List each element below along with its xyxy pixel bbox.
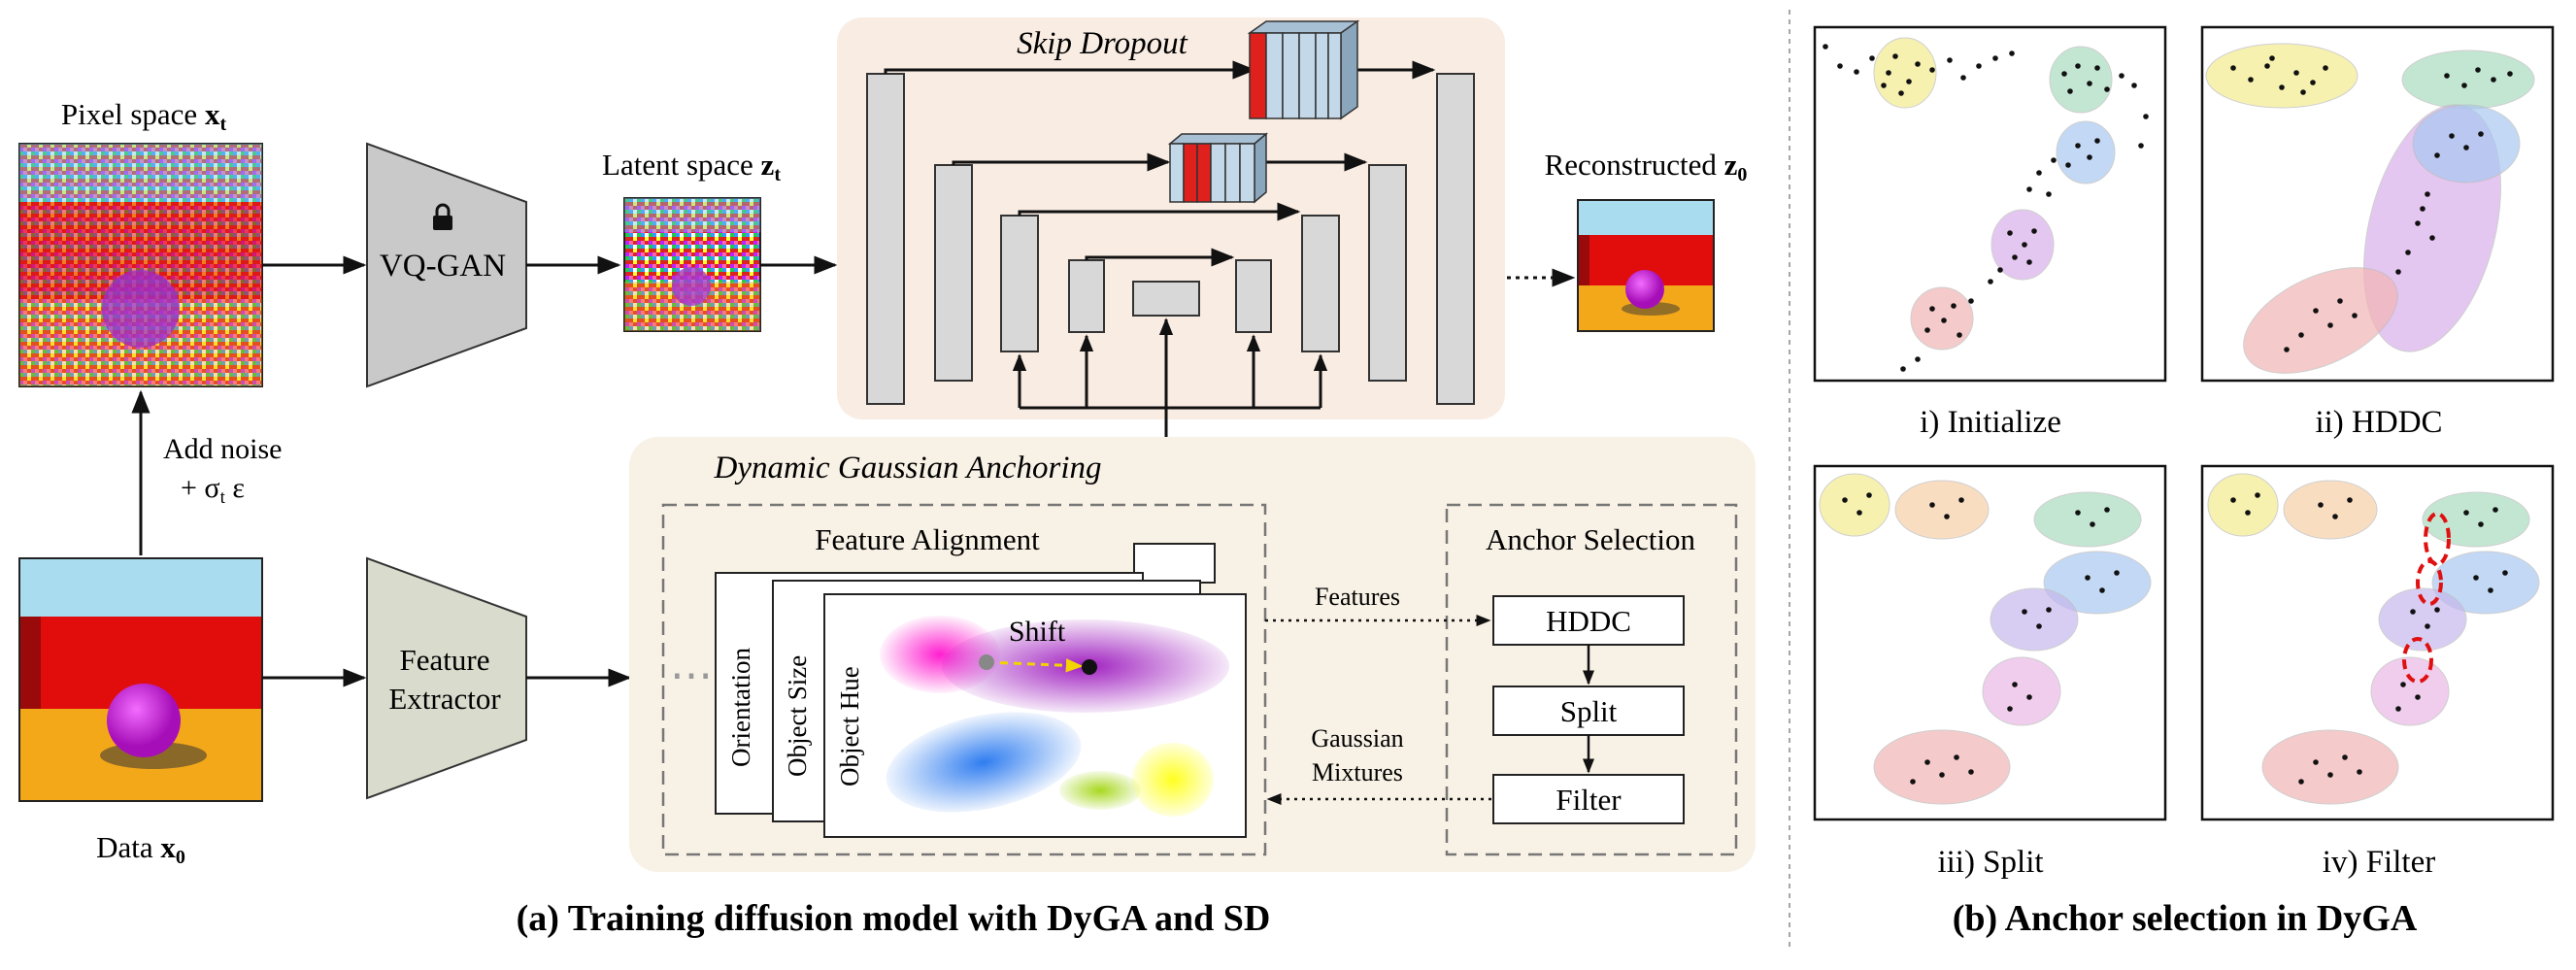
add-noise-formula: + σt ε (181, 472, 245, 508)
feature-extractor: Feature Extractor (366, 556, 527, 800)
subplot-label-split: iii) Split (1937, 845, 2043, 880)
anchor-steps (1492, 595, 1685, 824)
card-orientation: Orientation (726, 648, 755, 767)
subplot-label-hddc: ii) HDDC (2315, 405, 2442, 440)
subplot-label-initialize: i) Initialize (1920, 405, 2061, 440)
feature-alignment-label: Feature Alignment (815, 522, 1040, 556)
ellipsis: ⋯ (670, 652, 713, 699)
skip-dropout-stack-large (1247, 19, 1360, 120)
latent-image (623, 197, 761, 332)
vqgan-encoder: VQ-GAN (366, 142, 527, 388)
subplot-initialize (1813, 25, 2167, 383)
unet-encoder-blocks (866, 73, 1475, 405)
feature-extractor-label-2: Extractor (388, 682, 501, 716)
add-noise-label: Add noise (163, 433, 283, 465)
shift-label: Shift (1009, 616, 1066, 648)
subplot-filter (2200, 464, 2555, 821)
anchor-selection-box (1445, 503, 1738, 856)
reconstructed-label: Reconstructed z0 (1545, 148, 1748, 185)
gaussian-mixtures-label-1: Gaussian (1311, 724, 1403, 753)
gaussian-mixtures-label-2: Mixtures (1312, 758, 1403, 786)
caption-b: (b) Anchor selection in DyGA (1953, 898, 2418, 939)
dyga-title: Dynamic Gaussian Anchoring (713, 451, 1101, 485)
latent-space-label: Latent space zt (602, 148, 781, 185)
card-object-hue: Object Hue (835, 666, 864, 786)
vqgan-label: VQ-GAN (380, 249, 506, 284)
noisy-pixel-image (18, 143, 263, 387)
feature-extractor-label-1: Feature (400, 643, 490, 677)
step-split: Split (1560, 694, 1618, 728)
subplot-hddc (2200, 25, 2555, 383)
clean-data-image (18, 557, 263, 802)
feature-alignment-box (661, 503, 1267, 856)
anchor-selection-label: Anchor Selection (1486, 522, 1696, 556)
data-label: Data x0 (96, 830, 185, 868)
skip-dropout-stack-small (1167, 132, 1269, 204)
pixel-space-label: Pixel space xt (61, 97, 227, 135)
caption-a: (a) Training diffusion model with DyGA a… (517, 898, 1271, 939)
skip-connections (884, 60, 1436, 573)
step-hddc: HDDC (1546, 604, 1631, 638)
lock-icon (433, 203, 452, 230)
card-object-size: Object Size (783, 655, 812, 777)
reconstructed-image (1577, 199, 1715, 332)
features-label: Features (1315, 583, 1400, 611)
hue-gaussians (880, 616, 1229, 817)
subplot-split (1813, 464, 2167, 821)
skip-dropout-title: Skip Dropout (1017, 26, 1188, 61)
step-filter: Filter (1556, 783, 1622, 817)
subplot-label-filter: iv) Filter (2323, 845, 2435, 880)
